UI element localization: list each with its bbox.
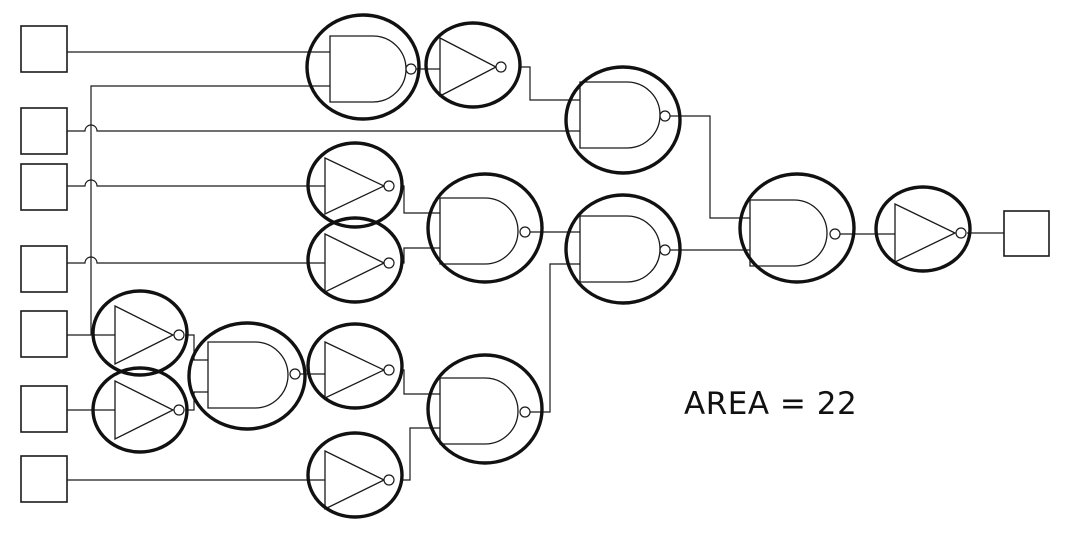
inverter-gate	[91, 366, 189, 454]
wire-inv-g-out	[401, 427, 440, 481]
input-port	[20, 107, 68, 155]
wire-inv-b-out	[401, 185, 440, 214]
inverter-gate	[91, 289, 189, 377]
wire-nand-g-out	[530, 263, 580, 413]
wire-in4	[67, 256, 325, 264]
input-port	[20, 310, 68, 358]
input-port	[20, 385, 68, 433]
output-port	[1003, 210, 1050, 257]
wire-inv-a-out	[519, 66, 580, 101]
inverter-gate	[424, 21, 522, 109]
wire-nand-b-out	[670, 115, 750, 219]
input-port	[20, 25, 68, 73]
inverter-gate	[306, 322, 404, 410]
wire-bus	[90, 85, 330, 336]
nand-gate	[564, 193, 682, 305]
input-port	[20, 245, 68, 293]
input-port	[20, 455, 68, 503]
nand-gate	[187, 321, 307, 431]
area-label: AREA = 22	[684, 386, 858, 422]
nand-gate	[305, 13, 421, 121]
wire-inv-d-out	[185, 334, 208, 361]
input-port	[20, 163, 68, 211]
nand-gate	[738, 172, 856, 284]
input-ports	[20, 25, 68, 503]
inverter-gate	[306, 141, 404, 229]
wire-in3	[67, 179, 325, 187]
nand-gate	[426, 353, 544, 465]
inverter-gate	[306, 216, 404, 304]
wire-in2	[67, 124, 580, 132]
nand-gate	[426, 172, 544, 284]
nand-gate	[564, 65, 682, 175]
inverter-gate	[306, 431, 404, 519]
inverter-gate	[874, 185, 972, 273]
